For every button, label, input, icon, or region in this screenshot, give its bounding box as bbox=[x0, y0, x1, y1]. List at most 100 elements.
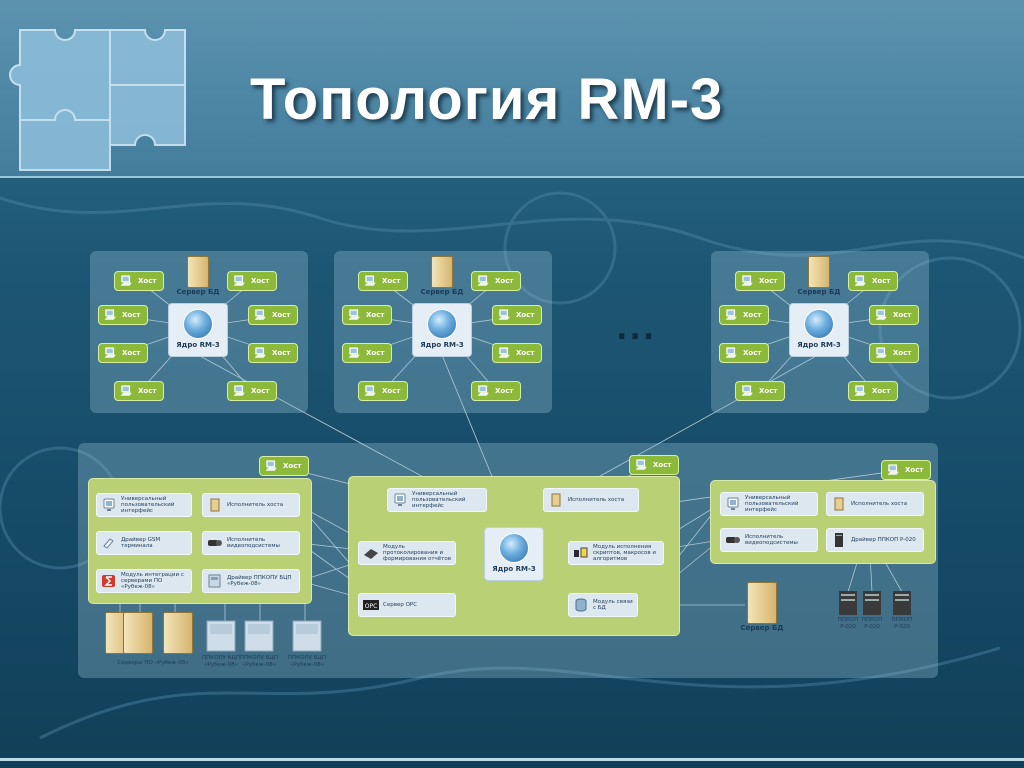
card-video-executor: Исполнитель видеоподсистемы bbox=[202, 531, 300, 555]
host-node: Хост bbox=[492, 305, 542, 325]
servers-caption: Серверы ПО «Рубеж-08» bbox=[117, 660, 189, 666]
host-node: Хост bbox=[735, 381, 785, 401]
core-sphere-icon bbox=[427, 309, 457, 339]
host-node: Хост bbox=[492, 343, 542, 363]
server-icon bbox=[123, 612, 153, 654]
host-label: Хост bbox=[893, 311, 912, 319]
computer-icon bbox=[254, 309, 268, 321]
ppkopu-device-icon bbox=[244, 620, 274, 652]
host-label: Хост bbox=[366, 349, 385, 357]
server-icon bbox=[431, 256, 453, 288]
host-node: Хост bbox=[719, 343, 769, 363]
host-label: Хост bbox=[283, 462, 302, 470]
computer-icon bbox=[725, 309, 739, 321]
core-label: Ядро RM-3 bbox=[797, 341, 841, 349]
card-label: Модуль связи с БД bbox=[593, 598, 633, 611]
host-label: Хост bbox=[495, 387, 514, 395]
card-scripts-module: Модуль исполнения скриптов, макросов и а… bbox=[568, 541, 664, 565]
host-label: Хост bbox=[138, 387, 157, 395]
host-node: Хост bbox=[358, 271, 408, 291]
device-caption: ППКОП Р-020 bbox=[891, 617, 913, 630]
computer-icon bbox=[887, 464, 901, 476]
ppkopu-device-icon bbox=[292, 620, 322, 652]
host-label: Хост bbox=[382, 277, 401, 285]
card-ui: Универсальный пользовательский интерфейс bbox=[387, 488, 487, 512]
box-icon bbox=[831, 497, 847, 511]
card-label: Модуль исполнения скриптов, макросов и а… bbox=[593, 543, 656, 563]
host-node: Хост bbox=[98, 343, 148, 363]
card-opc-server: OPC Сервер OPC bbox=[358, 593, 456, 617]
host-node: Хост bbox=[471, 381, 521, 401]
server-icon bbox=[808, 256, 830, 288]
card-label: Драйвер GSM терминала bbox=[121, 536, 161, 549]
server-label: Сервер БД bbox=[420, 288, 464, 296]
computer-icon bbox=[348, 309, 362, 321]
server-icon bbox=[747, 582, 777, 624]
core-rm3: Ядро RM-3 bbox=[789, 303, 849, 357]
computer-icon bbox=[254, 347, 268, 359]
host-node: Хост bbox=[248, 305, 298, 325]
puzzle-logo-icon bbox=[9, 29, 186, 171]
box-icon bbox=[207, 498, 223, 512]
db-server: Сервер БД bbox=[168, 256, 228, 296]
card-label: Драйвер ППКОПУ БЦП «Рубеж-08» bbox=[227, 574, 292, 587]
host-node: Хост bbox=[342, 343, 392, 363]
rack-device-icon bbox=[892, 591, 912, 615]
device-caption: ППКОПУ БЦП «Рубеж-08» bbox=[240, 655, 278, 668]
svg-text:OPC: OPC bbox=[365, 603, 378, 610]
host-node: Хост bbox=[227, 381, 277, 401]
camera-icon bbox=[207, 536, 223, 550]
host-node: Хост bbox=[848, 381, 898, 401]
computer-icon bbox=[477, 275, 491, 287]
core-rm3: Ядро RM-3 bbox=[412, 303, 472, 357]
page-title: Топология RM-3 bbox=[250, 67, 724, 132]
core-label: Ядро RM-3 bbox=[176, 341, 220, 349]
card-label: Исполнитель видеоподсистемы bbox=[227, 536, 280, 549]
computer-icon bbox=[104, 347, 118, 359]
computer-icon bbox=[498, 309, 512, 321]
scripts-icon bbox=[573, 546, 589, 560]
computer-icon bbox=[635, 459, 649, 471]
database-icon bbox=[573, 598, 589, 612]
host-label: Хост bbox=[122, 349, 141, 357]
computer-icon bbox=[104, 309, 118, 321]
card-video-executor: Исполнитель видеоподсистемы bbox=[720, 528, 818, 552]
right-db-server: Сервер БД bbox=[732, 582, 792, 632]
core-sphere-icon bbox=[804, 309, 834, 339]
card-label: Сервер OPC bbox=[383, 601, 418, 608]
core-sphere-icon bbox=[183, 309, 213, 339]
host-label: Хост bbox=[759, 277, 778, 285]
sigma-icon bbox=[101, 574, 117, 588]
card-host-executor: Исполнитель хоста bbox=[826, 492, 924, 516]
monitor-icon bbox=[101, 498, 117, 512]
host-label: Хост bbox=[138, 277, 157, 285]
computer-icon bbox=[364, 385, 378, 397]
host-node: Хост bbox=[358, 381, 408, 401]
host-label: Хост bbox=[653, 461, 672, 469]
core-sphere-icon bbox=[499, 533, 529, 563]
rack-device-icon bbox=[838, 591, 858, 615]
card-label: Модуль интеграции с серверами ПО «Рубеж-… bbox=[121, 571, 184, 591]
host-label: Хост bbox=[251, 387, 270, 395]
rack-device-icon bbox=[862, 591, 882, 615]
card-gsm-driver: Драйвер GSM терминала bbox=[96, 531, 192, 555]
monitor-icon bbox=[725, 497, 741, 511]
host-node: Хост bbox=[114, 271, 164, 291]
host-label: Хост bbox=[893, 349, 912, 357]
host-node: Хост bbox=[227, 271, 277, 291]
device-caption: ППКОПУ БЦП «Рубеж-08» bbox=[202, 655, 240, 668]
right-panel-host: Хост bbox=[881, 460, 931, 480]
rubezh-server bbox=[108, 612, 168, 654]
card-label: Универсальный пользовательский интерфейс bbox=[745, 494, 799, 514]
camera-icon bbox=[725, 533, 741, 547]
card-label: Исполнитель видеоподсистемы bbox=[745, 533, 798, 546]
card-label: Исполнитель хоста bbox=[568, 496, 625, 503]
card-ui: Универсальный пользовательский интерфейс bbox=[720, 492, 818, 516]
host-node: Хост bbox=[471, 271, 521, 291]
host-node: Хост bbox=[869, 305, 919, 325]
host-node: Хост bbox=[114, 381, 164, 401]
host-label: Хост bbox=[122, 311, 141, 319]
phone-icon bbox=[101, 536, 117, 550]
computer-icon bbox=[875, 309, 889, 321]
card-ui: Универсальный пользовательский интерфейс bbox=[96, 493, 192, 517]
